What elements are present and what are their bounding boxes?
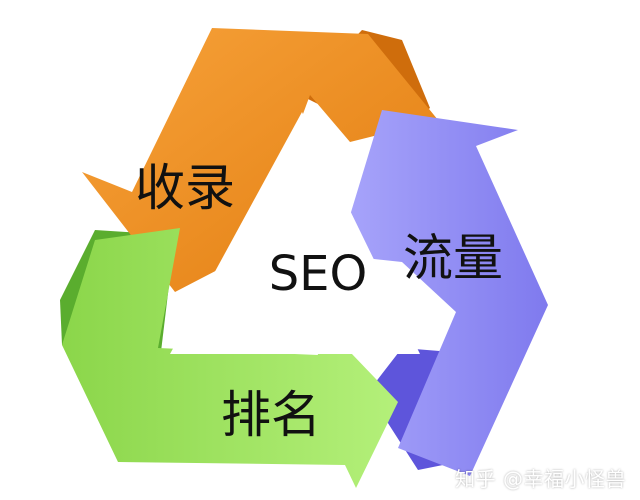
orange-arrow	[82, 28, 438, 292]
green-arrow	[62, 228, 398, 488]
stage-label-paiming: 排名	[221, 386, 321, 444]
center-label-seo: SEO	[269, 246, 368, 302]
stage-label-shoulu: 收录	[135, 159, 235, 217]
stage-label-liuliang: 流量	[403, 229, 503, 287]
purple-arrow	[338, 110, 548, 476]
watermark-text: 知乎 @幸福小怪兽	[455, 467, 626, 491]
center-triangle	[170, 112, 420, 354]
